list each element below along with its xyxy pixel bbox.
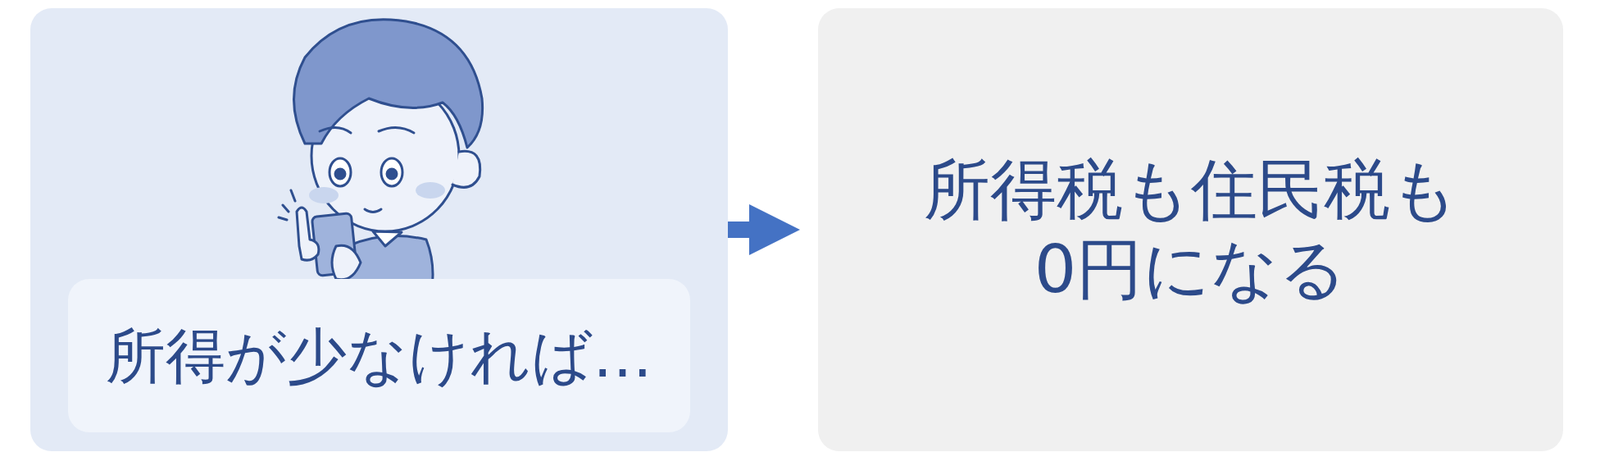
- arrow-shaft: [727, 221, 751, 238]
- node-label: 所得税も住民税も 0円になる: [901, 150, 1480, 310]
- arrow-head: [749, 204, 800, 255]
- condition-box: 所得が少なければ…: [68, 278, 691, 432]
- node-label: 所得が少なければ…: [105, 319, 653, 392]
- flow-arrow: [727, 204, 800, 255]
- condition-panel: 所得が少なければ…: [30, 8, 728, 451]
- result-box: 所得税も住民税も 0円になる: [818, 8, 1564, 451]
